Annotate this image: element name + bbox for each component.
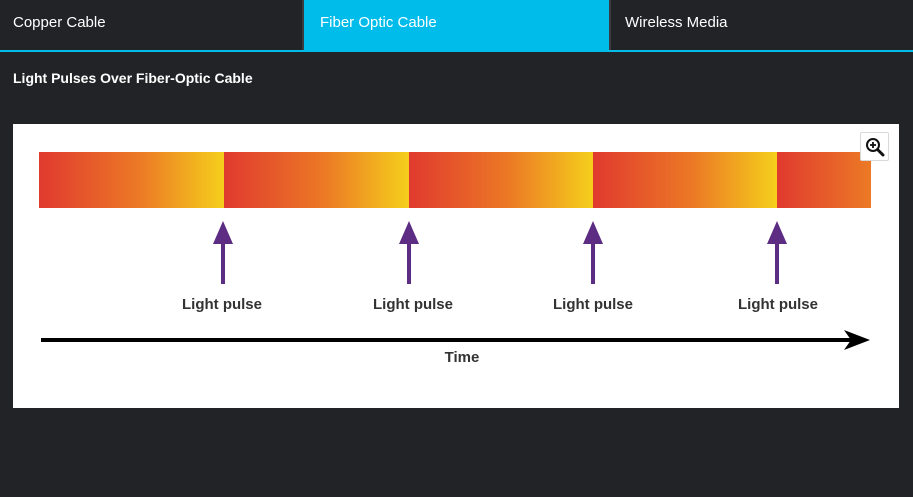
pulse-segment-3	[409, 152, 593, 208]
tab-divider	[302, 0, 304, 50]
pulse-segment-5	[777, 152, 871, 208]
pulse-label-2: Light pulse	[373, 296, 453, 313]
pulse-label-1: Light pulse	[182, 296, 262, 313]
pulse-label-4: Light pulse	[738, 296, 818, 313]
pulse-label-3: Light pulse	[553, 296, 633, 313]
media-tabs: Copper Cable Fiber Optic Cable Wireless …	[0, 0, 913, 52]
pulse-arrow-1	[213, 221, 233, 284]
pulse-segment-1	[39, 152, 224, 208]
fiber-pulse-diagram: Light pulse Light pulse Light pulse Ligh…	[39, 152, 871, 366]
pulse-arrow-2	[399, 221, 419, 284]
fiber-pulse-figure: Light pulse Light pulse Light pulse Ligh…	[13, 124, 899, 408]
zoom-button[interactable]	[860, 132, 889, 161]
pulse-arrow-3	[583, 221, 603, 284]
tab-wireless-media[interactable]: Wireless Media	[625, 14, 728, 31]
pulse-segment-4	[593, 152, 777, 208]
time-label: Time	[445, 349, 480, 366]
fiber-strip	[39, 152, 871, 208]
tab-copper-cable[interactable]: Copper Cable	[13, 14, 106, 31]
tab-divider	[609, 0, 611, 50]
zoom-in-icon	[865, 137, 884, 156]
tab-underline	[0, 50, 913, 52]
pulse-segment-2	[224, 152, 409, 208]
pulse-arrow-4	[767, 221, 787, 284]
tab-fiber-optic-cable[interactable]: Fiber Optic Cable	[304, 0, 609, 50]
time-arrow	[41, 330, 870, 350]
section-title: Light Pulses Over Fiber-Optic Cable	[13, 70, 253, 86]
